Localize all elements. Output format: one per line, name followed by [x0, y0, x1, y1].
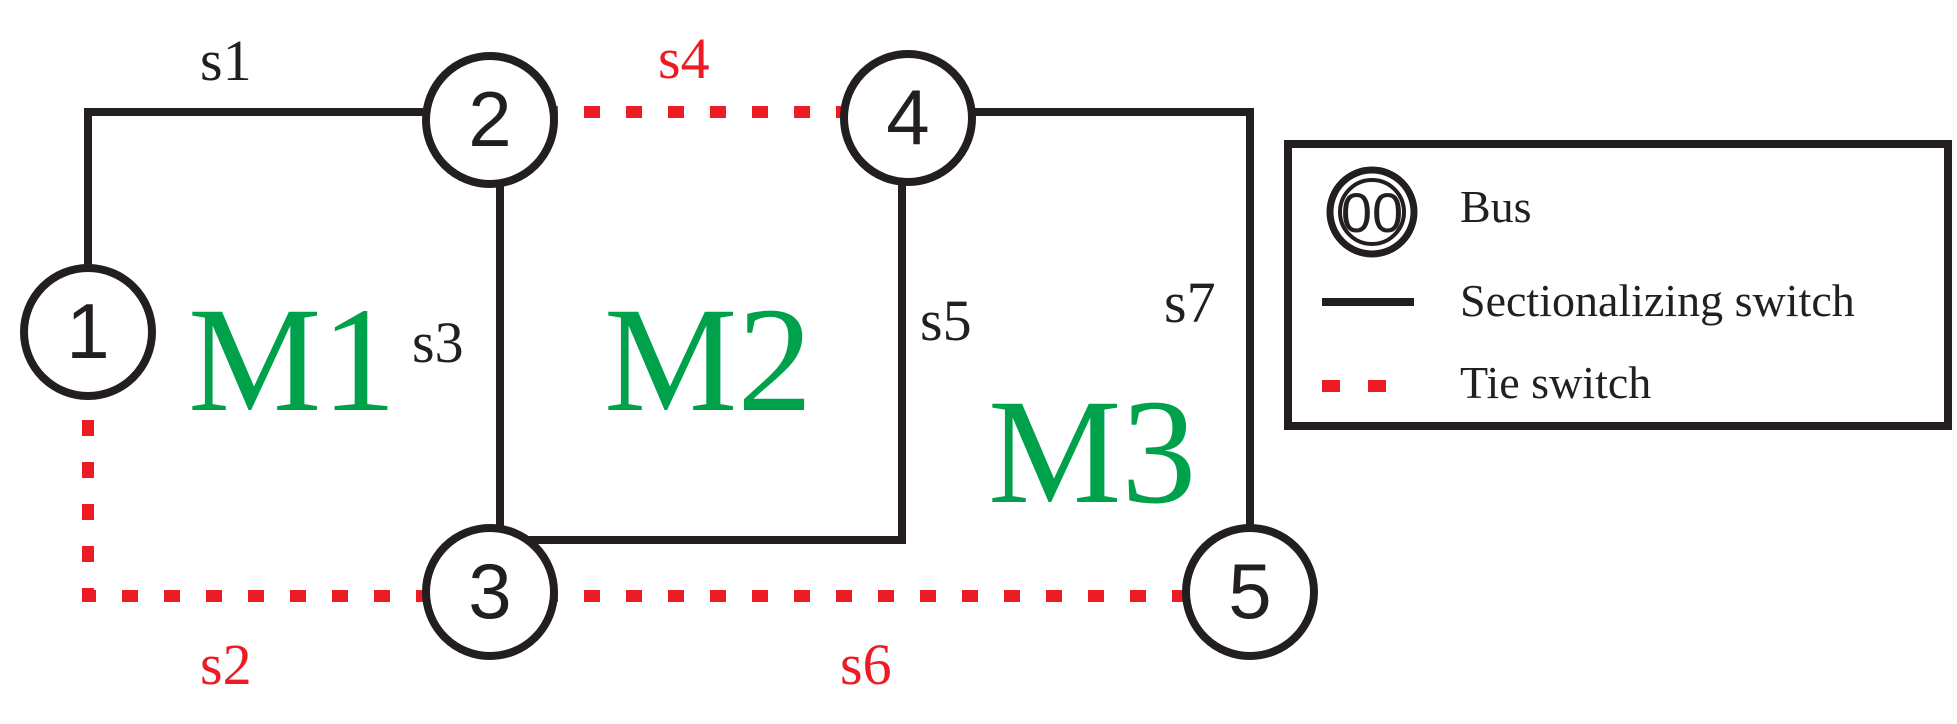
bus-2-label: 2	[468, 75, 511, 163]
bus-4: 4	[840, 50, 976, 186]
switch-s7-line	[902, 108, 1254, 592]
switch-s3-label: s3	[412, 310, 464, 375]
mesh-m3-label: M3	[988, 369, 1196, 535]
mesh-m1-label: M1	[188, 277, 396, 443]
bus-3: 3	[422, 524, 558, 660]
switch-s6-label: s6	[840, 632, 892, 697]
bus-3-label: 3	[468, 547, 511, 635]
bus-4-label: 4	[886, 73, 929, 161]
bus-1-label: 1	[66, 287, 109, 375]
switch-s5-line	[500, 170, 906, 544]
legend-bus-text: Bus	[1460, 181, 1532, 232]
bus-2: 2	[422, 52, 558, 188]
switch-s2-label: s2	[200, 632, 252, 697]
legend-tie-text: Tie switch	[1460, 357, 1651, 408]
mesh-m2-label: M2	[604, 277, 812, 443]
switch-s2-line	[82, 420, 500, 602]
switch-s1-line	[84, 108, 500, 268]
switch-s7-label: s7	[1164, 270, 1216, 335]
switch-s1-label: s1	[200, 28, 252, 93]
legend: 00 Bus Sectionalizing switch Tie switch	[1284, 140, 1952, 430]
switch-s5-label: s5	[920, 288, 972, 353]
legend-bus-symbol: 00	[1326, 166, 1418, 258]
bus-5: 5	[1182, 524, 1318, 660]
switch-s4-label: s4	[658, 26, 710, 91]
bus-5-label: 5	[1228, 547, 1271, 635]
legend-sectionalizing-text: Sectionalizing switch	[1460, 275, 1855, 326]
bus-1: 1	[20, 264, 156, 400]
legend-bus-symbol-label: 00	[1341, 181, 1403, 244]
